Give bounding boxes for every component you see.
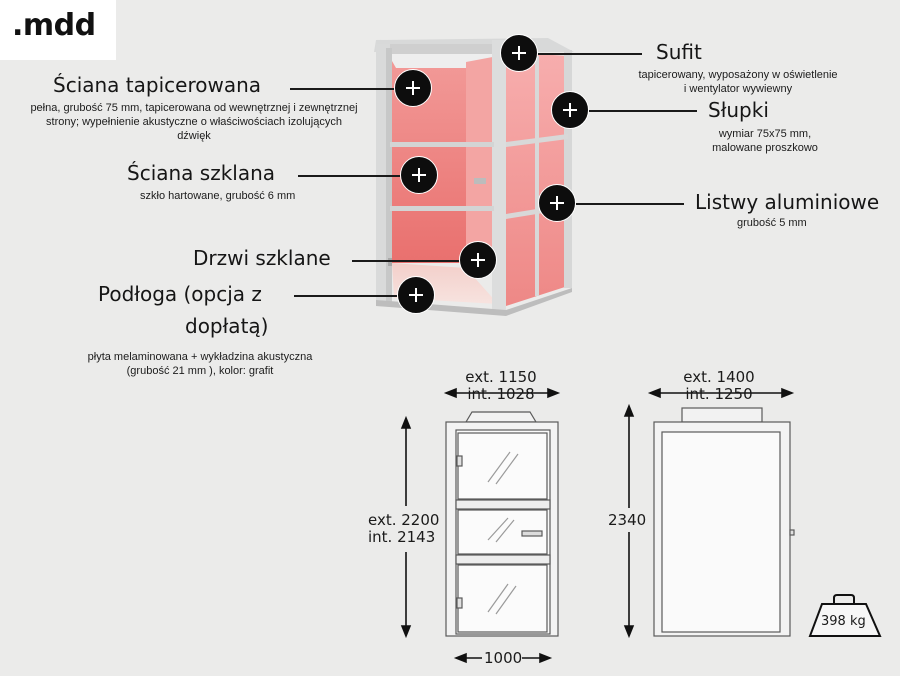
front-top-cap bbox=[464, 411, 538, 423]
leader-line-aluminium bbox=[576, 203, 684, 205]
dim-arrow bbox=[539, 652, 553, 664]
dim-label-front-height: ext. 2200 int. 2143 bbox=[368, 512, 439, 546]
side-elevation bbox=[653, 407, 795, 637]
desc-line: wymiar 75x75 mm, bbox=[718, 128, 812, 140]
plus-icon[interactable] bbox=[500, 34, 538, 72]
front-hinge-1 bbox=[456, 455, 463, 467]
callout-title-floor-line1: Podłoga (opcja z bbox=[98, 282, 262, 306]
dim-label-front-width: ext. 1150 int. 1028 bbox=[456, 369, 546, 403]
brand-logo: .mdd bbox=[12, 8, 96, 43]
front-hinge-2 bbox=[456, 597, 463, 609]
plus-icon[interactable] bbox=[397, 276, 435, 314]
leader-line-ceiling bbox=[538, 53, 642, 55]
side-vent bbox=[789, 529, 795, 536]
desc-line: tapicerowany, wyposażony w oświetlenie bbox=[638, 69, 838, 81]
leader-line-upholstered-wall bbox=[290, 88, 394, 90]
glint-1b bbox=[495, 453, 519, 485]
booth-inner-right-wall bbox=[466, 56, 498, 268]
desc-line: pełna, grubość 75 mm, tapicerowana od we… bbox=[30, 102, 358, 114]
desc-line: (grubość 21 mm ), kolor: grafit bbox=[126, 365, 274, 377]
dim-arrow bbox=[623, 403, 635, 417]
weight-body bbox=[808, 603, 882, 637]
callout-title-glass-wall: Ściana szklana bbox=[127, 161, 276, 185]
dim-label-side-height: 2340 bbox=[608, 511, 647, 529]
plus-icon[interactable] bbox=[400, 156, 438, 194]
dim-line: int. 1250 bbox=[685, 385, 753, 403]
desc-line: dźwięk bbox=[177, 130, 211, 142]
callout-title-upholstered-wall: Ściana tapicerowana bbox=[53, 73, 262, 97]
dim-arrow bbox=[623, 625, 635, 639]
callout-title-glass-door: Drzwi szklane bbox=[193, 246, 331, 270]
dim-arrow bbox=[781, 387, 795, 399]
booth-back-post bbox=[564, 50, 572, 288]
front-elevation bbox=[445, 411, 559, 637]
plus-icon[interactable] bbox=[394, 69, 432, 107]
dim-line: int. 1028 bbox=[467, 385, 535, 403]
callout-desc-ceiling: tapicerowany, wyposażony w oświetlenie i… bbox=[608, 68, 868, 96]
leader-line-glass-wall bbox=[298, 175, 400, 177]
plus-icon[interactable] bbox=[538, 184, 576, 222]
glint-1a bbox=[487, 451, 511, 483]
door-handle bbox=[474, 178, 486, 184]
front-mullion-1 bbox=[390, 142, 494, 147]
dim-line: ext. 2200 bbox=[368, 511, 440, 529]
callout-title-aluminium: Listwy aluminiowe bbox=[695, 190, 880, 214]
dim-arrow bbox=[547, 387, 561, 399]
glint-2a bbox=[487, 517, 509, 541]
side-top-cap bbox=[681, 407, 763, 423]
desc-line: płyta melaminowana + wykładzina akustycz… bbox=[87, 351, 313, 363]
desc-line: strony; wypełnienie akustyczne o właściw… bbox=[46, 116, 342, 128]
booth-front-post bbox=[492, 40, 506, 312]
side-mullion-vertical bbox=[535, 56, 539, 296]
leader-line-glass-door bbox=[352, 260, 459, 262]
dim-arrow bbox=[647, 387, 661, 399]
front-mullion-2 bbox=[390, 206, 494, 211]
callout-desc-aluminium: grubość 5 mm bbox=[737, 217, 807, 229]
glint-2b bbox=[495, 519, 515, 543]
front-handle bbox=[521, 530, 543, 537]
dim-arrow bbox=[400, 625, 412, 639]
callout-desc-posts: wymiar 75x75 mm, malowane proszkowo bbox=[690, 127, 840, 155]
dimension-lines bbox=[400, 387, 795, 664]
front-mid-bar-1 bbox=[455, 499, 551, 510]
front-pane-3 bbox=[457, 564, 548, 633]
booth-ceiling-edge bbox=[380, 44, 496, 54]
glint-3a bbox=[487, 583, 509, 613]
callout-title-ceiling: Sufit bbox=[656, 40, 702, 64]
front-pane-1 bbox=[457, 432, 548, 500]
callout-desc-floor: płyta melaminowana + wykładzina akustycz… bbox=[70, 350, 330, 378]
callout-desc-glass-wall: szkło hartowane, grubość 6 mm bbox=[140, 190, 296, 202]
weight-label: 398 kg bbox=[821, 614, 866, 629]
weight-icon bbox=[808, 594, 882, 637]
dim-line: ext. 1150 bbox=[465, 368, 537, 386]
dim-label-side-width: ext. 1400 int. 1250 bbox=[674, 369, 764, 403]
glint-3b bbox=[495, 585, 517, 615]
dim-label-door-width: 1000 bbox=[484, 649, 523, 667]
callout-title-posts: Słupki bbox=[708, 98, 769, 122]
desc-line: i wentylator wywiewny bbox=[683, 83, 793, 95]
callout-desc-upholstered-wall: pełna, grubość 75 mm, tapicerowana od we… bbox=[12, 101, 376, 143]
dim-arrow bbox=[400, 415, 412, 429]
plus-icon[interactable] bbox=[459, 241, 497, 279]
door-hinge-top bbox=[388, 258, 392, 266]
dim-arrow bbox=[453, 652, 467, 664]
dim-line: ext. 1400 bbox=[683, 368, 755, 386]
dim-line: int. 2143 bbox=[368, 528, 436, 546]
side-inner-panel bbox=[661, 431, 781, 633]
leader-line-posts bbox=[589, 110, 697, 112]
dim-arrow bbox=[443, 387, 457, 399]
leader-line-floor bbox=[294, 295, 397, 297]
desc-line: malowane proszkowo bbox=[712, 142, 818, 154]
front-mid-bar-2 bbox=[455, 554, 551, 565]
logo-box: .mdd bbox=[0, 0, 116, 60]
callout-title-floor-line2: dopłatą) bbox=[185, 314, 269, 338]
weight-handle bbox=[833, 594, 855, 604]
plus-icon[interactable] bbox=[551, 91, 589, 129]
